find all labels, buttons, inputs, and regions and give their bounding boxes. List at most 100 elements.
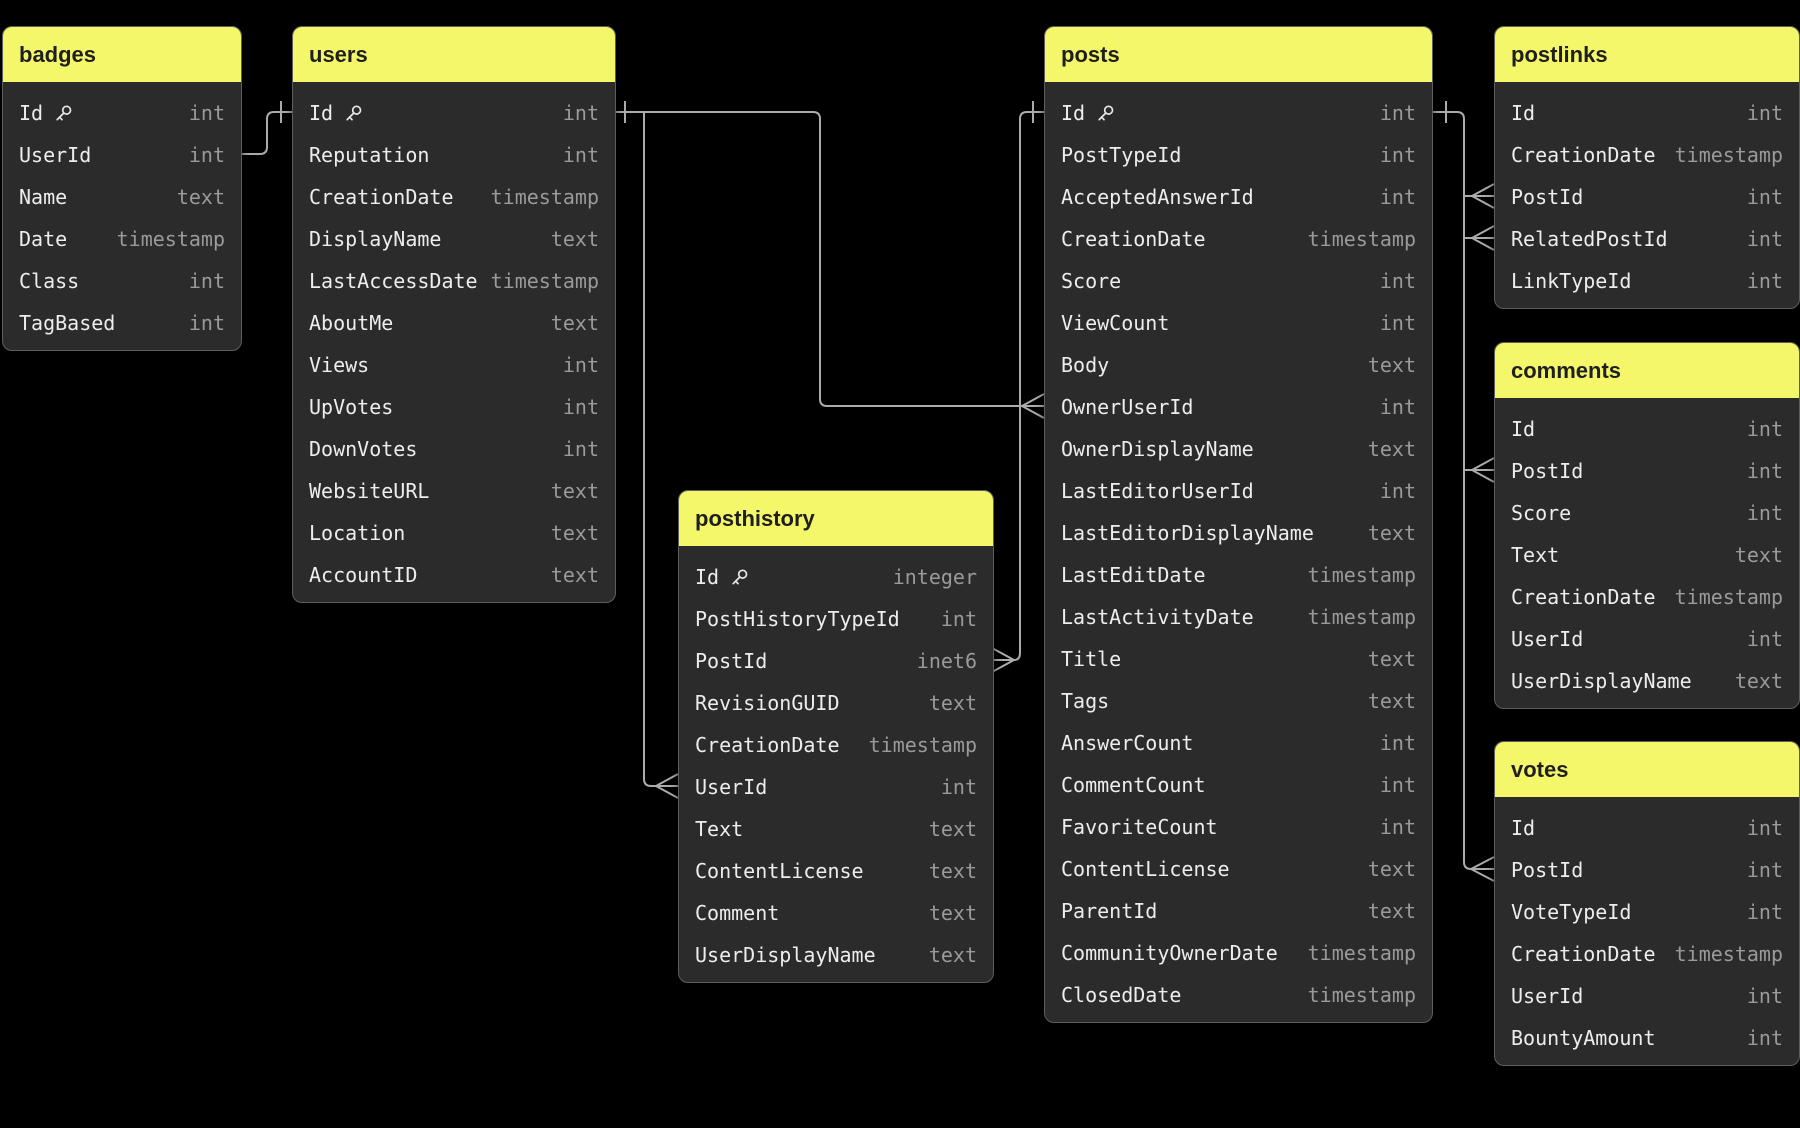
field-type: int bbox=[1379, 269, 1416, 293]
field-type: int bbox=[1746, 900, 1783, 924]
field-type: timestamp bbox=[116, 227, 225, 251]
table-header-postlinks[interactable]: postlinks bbox=[1495, 27, 1799, 82]
field-name-wrap: UserDisplayName bbox=[695, 943, 876, 967]
field-type: text bbox=[550, 311, 599, 335]
field-name: ClosedDate bbox=[1061, 983, 1182, 1007]
field-type: int bbox=[562, 395, 599, 419]
table-header-votes[interactable]: votes bbox=[1495, 742, 1799, 797]
field-row-posts-title[interactable]: Title text bbox=[1045, 638, 1432, 680]
table-header-posts[interactable]: posts bbox=[1045, 27, 1432, 82]
field-name-wrap: CommunityOwnerDate bbox=[1061, 941, 1278, 965]
field-name: PostId bbox=[1511, 459, 1584, 483]
table-header-posthistory[interactable]: posthistory bbox=[679, 491, 993, 546]
field-type: text bbox=[1367, 647, 1416, 671]
field-type: timestamp bbox=[1674, 942, 1783, 966]
table-header-badges[interactable]: badges bbox=[3, 27, 241, 82]
field-name: LastEditorUserId bbox=[1061, 479, 1254, 503]
field-name-wrap: PostTypeId bbox=[1061, 143, 1181, 167]
relationship-posts-id-comments-postid-line bbox=[1464, 457, 1495, 483]
field-type: text bbox=[550, 521, 599, 545]
table-header-comments[interactable]: comments bbox=[1495, 343, 1799, 398]
table-header-users[interactable]: users bbox=[293, 27, 615, 82]
field-name-wrap: Title bbox=[1061, 647, 1121, 671]
primary-key-icon bbox=[346, 104, 362, 120]
